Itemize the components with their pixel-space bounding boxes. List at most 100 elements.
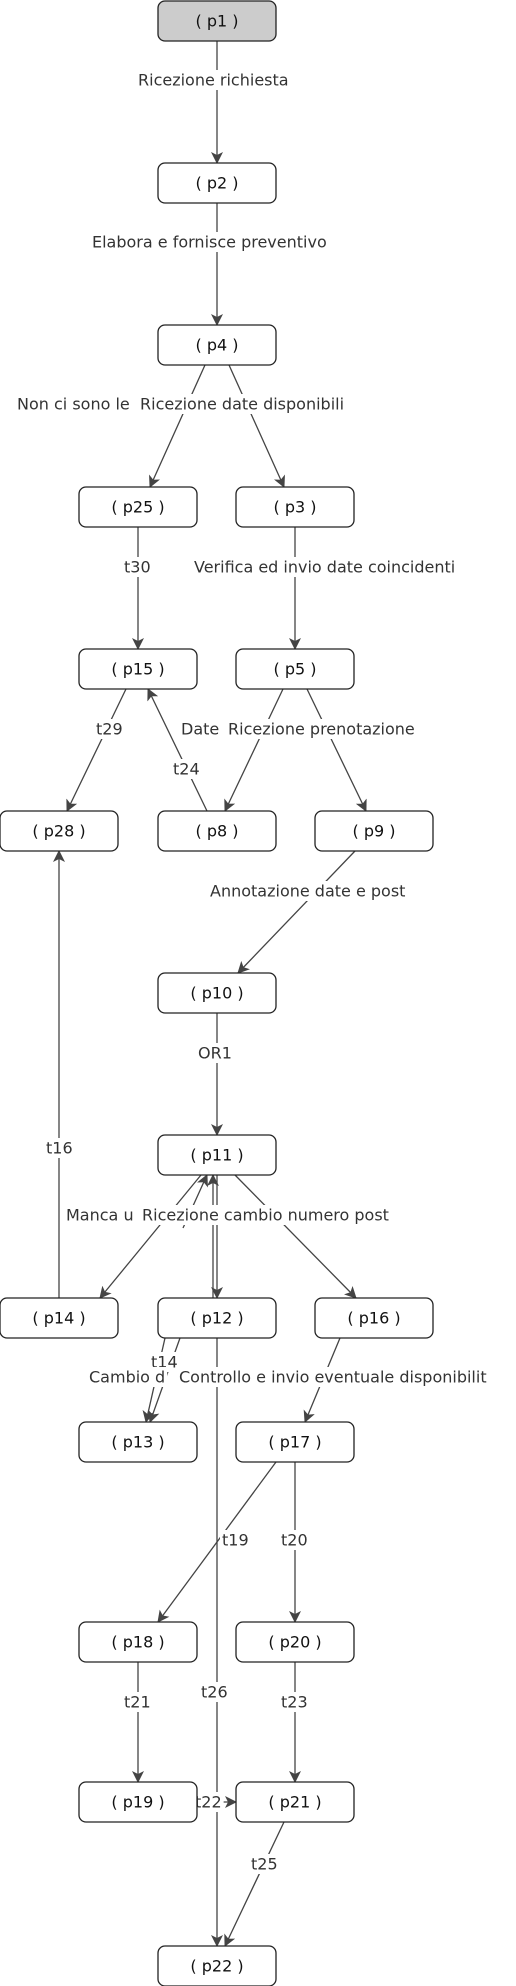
edges-layer [53,41,367,1947]
place-box [235,1781,355,1823]
edge-label-text: t25 [251,1855,278,1874]
edge-label-p5-p8: Date [179,719,222,739]
edge-label-p12-p13: Cambio d [87,1367,168,1387]
place-box [78,1781,198,1823]
place-p2: ( p2 ) [157,162,277,204]
edge-label-p11-p14: Manca u [64,1205,136,1225]
place-p10: ( p10 ) [157,972,277,1014]
edge-label-text: t20 [281,1531,308,1550]
edge-label-text: t23 [281,1693,308,1712]
place-label: ( p4 ) [196,336,239,355]
place-box [78,486,198,528]
place-box [314,1297,434,1339]
edge-label-text: t16 [46,1139,73,1158]
edge-label-text: Cambio d [89,1368,165,1387]
edge-p11-p16 [234,1174,357,1299]
place-p17: ( p17 ) [235,1421,355,1463]
place-p21: ( p21 ) [235,1781,355,1823]
place-p11: ( p11 ) [157,1134,277,1176]
place-p12: ( p12 ) [157,1297,277,1339]
edge-label-text: Ricezione date disponibili [140,395,344,414]
edge-label-text: t19 [222,1531,249,1550]
place-box [0,810,119,852]
edge-label-text: Ricezione cambio numero post [142,1206,389,1225]
edge-p21-p22 [224,1821,285,1947]
place-p3: ( p3 ) [235,486,355,528]
place-label: ( p25 ) [111,498,164,517]
place-p16: ( p16 ) [314,1297,434,1339]
edge-label-text: Ricezione prenotazione [228,720,415,739]
place-label: ( p22 ) [190,1957,243,1976]
place-box [235,1421,355,1463]
edge-label-p16-p17: Controllo e invio eventuale disponibilit [177,1367,489,1387]
place-p4: ( p4 ) [157,324,277,366]
place-box [157,1297,277,1339]
edge-p11-p14 [99,1174,202,1299]
edge-label-p10-p11: OR1 [196,1043,234,1063]
edge-label-p12-p22: t26 [199,1682,230,1702]
edge-label-p17-p20: t20 [279,1530,310,1550]
place-label: ( p17 ) [268,1433,321,1452]
place-p15: ( p15 ) [78,648,198,690]
edge-label-p8-p15: t24 [171,759,202,779]
edge-p8-p15 [147,688,208,812]
edge-label-p14-p28: t16 [44,1138,75,1158]
edge-label-text: t14 [151,1353,178,1372]
place-label: ( p19 ) [111,1793,164,1812]
edge-p5-p8 [224,688,284,812]
place-box [157,324,277,366]
place-p14: ( p14 ) [0,1297,119,1339]
place-p28: ( p28 ) [0,810,119,852]
edge-label-text: Non ci sono le [17,395,130,414]
edge-label-text: t22 [195,1793,222,1812]
edge-label-text: OR1 [198,1044,232,1063]
edge-label-p25-p15: t30 [122,557,153,577]
place-label: ( p9 ) [353,822,396,841]
edge-label-p11-p16: Ricezione cambio numero post [140,1205,391,1225]
edge-label-text: Controllo e invio eventuale disponibilit [179,1368,487,1387]
place-p22: ( p22 ) [157,1945,277,1986]
place-p13: ( p13 ) [78,1421,198,1463]
edge-label-text: t24 [173,760,200,779]
edge-label-text: t26 [201,1683,228,1702]
place-p9: ( p9 ) [314,810,434,852]
place-label: ( p14 ) [32,1309,85,1328]
place-label: ( p12 ) [190,1309,243,1328]
edge-label-p4-p3: Ricezione date disponibili [138,394,347,414]
edge-label-text: Verifica ed invio date coincidenti [194,558,455,577]
edge-label-p1-p2: Ricezione richiesta [136,70,291,90]
place-label: ( p10 ) [190,984,243,1003]
place-box [157,0,277,42]
edge-label-p2-p4: Elabora e fornisce preventivo [90,232,329,252]
edge-label-text: Ricezione richiesta [138,71,289,90]
edge-label-p4-p25: Non ci sono le [15,394,132,414]
edge-p4-p25 [149,364,206,488]
edge-p9-p10 [237,850,356,974]
place-label: ( p3 ) [274,498,317,517]
place-p1: ( p1 ) [157,0,277,42]
edge-label-text: Manca u [66,1206,134,1225]
edge-label-text: t30 [124,558,151,577]
place-p8: ( p8 ) [157,810,277,852]
edge-p5-p9 [306,688,367,812]
edge-label-p9-p10: Annotazione date e post [208,881,408,901]
place-p25: ( p25 ) [78,486,198,528]
place-label: ( p1 ) [196,12,239,31]
place-label: ( p8 ) [196,822,239,841]
edge-label-text: t29 [96,720,123,739]
place-p19: ( p19 ) [78,1781,198,1823]
place-label: ( p11 ) [190,1146,243,1165]
place-box [0,1297,119,1339]
place-box [78,1621,198,1663]
place-p5: ( p5 ) [235,648,355,690]
place-box [314,810,434,852]
place-label: ( p20 ) [268,1633,321,1652]
edge-label-text: Date [181,720,219,739]
nodes-layer: ( p1 ) ( p2 ) ( p4 ) ( p25 ) ( p3 ) ( p15 ) ( … [0,0,434,1986]
edge-label-p20-p21: t23 [279,1692,310,1712]
edge-p15-p28 [66,688,127,812]
place-label: ( p5 ) [274,660,317,679]
place-box [157,972,277,1014]
place-label: ( p28 ) [32,822,85,841]
